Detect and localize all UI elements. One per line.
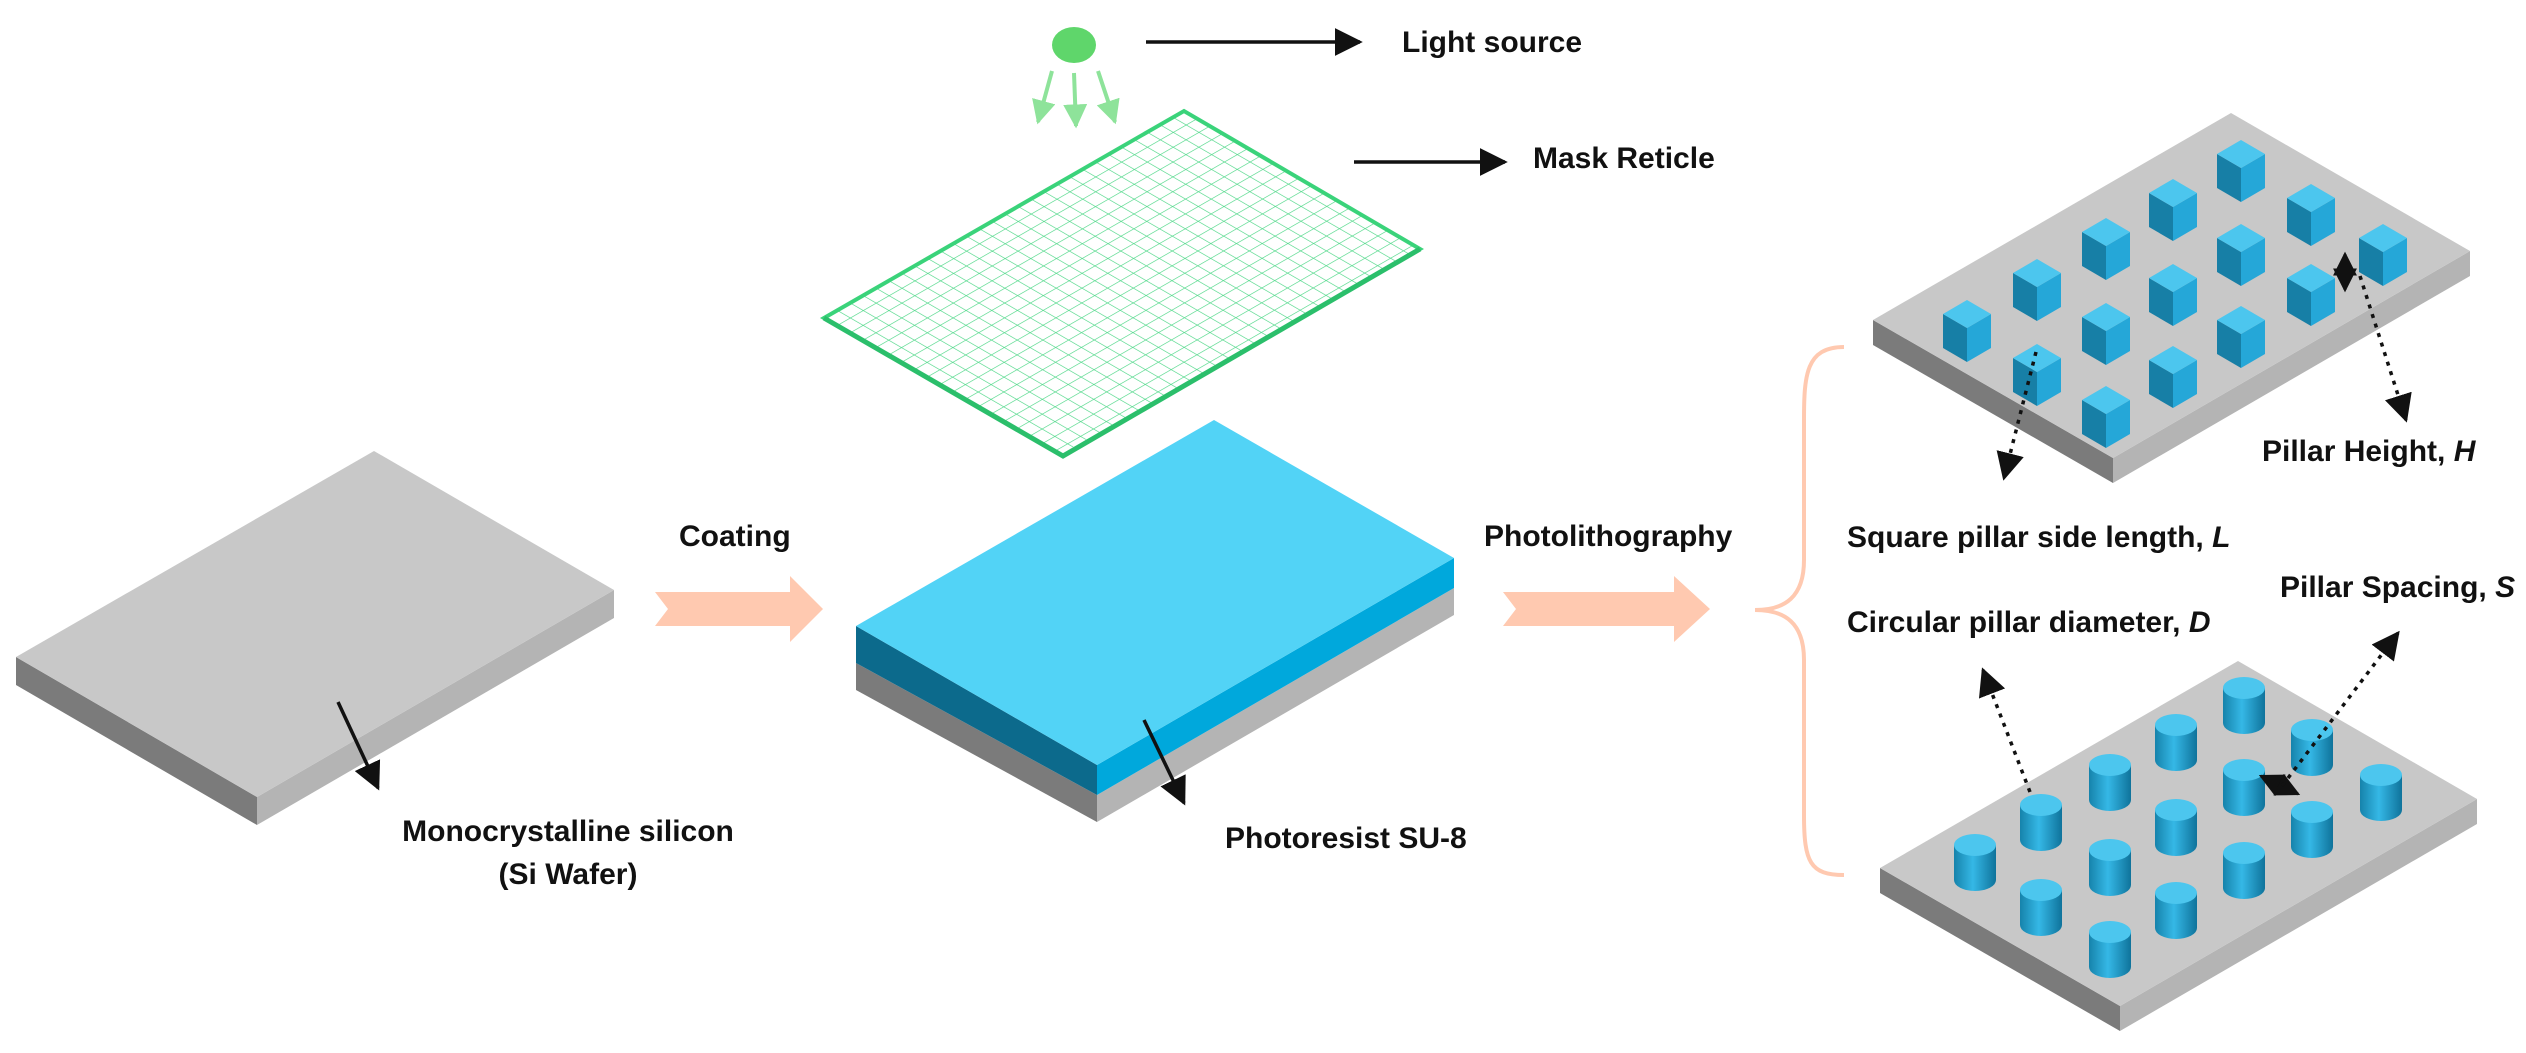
square-pillar xyxy=(2287,184,2335,246)
circular-pillar xyxy=(2291,719,2333,776)
square-pillar xyxy=(2013,259,2061,321)
pillar-spacing-marker xyxy=(2258,773,2301,797)
square-pillar xyxy=(2217,306,2265,368)
circular-pillar xyxy=(2223,842,2265,899)
photoresist-label: Photoresist SU-8 xyxy=(1225,822,1467,855)
circular-pillar xyxy=(2360,764,2402,821)
circular-pillar xyxy=(2089,839,2131,896)
pillar-spacing-label: Pillar Spacing, S xyxy=(2280,571,2515,604)
circular-pillars xyxy=(1954,677,2402,978)
circular-pillar xyxy=(2155,882,2197,939)
coated-wafer xyxy=(856,420,1454,822)
mask-reticle xyxy=(819,108,1424,459)
coating-label: Coating xyxy=(679,520,791,553)
coating-process-arrow xyxy=(655,576,823,642)
circular-pillar xyxy=(2089,754,2131,811)
diameter-pointer xyxy=(1978,667,2032,793)
circular-pillar xyxy=(2089,921,2131,978)
circular-pillar xyxy=(2291,801,2333,858)
circular-pillar xyxy=(2223,677,2265,734)
light-source-label: Light source xyxy=(1402,26,1582,59)
square-pillars xyxy=(1943,140,2407,448)
circular-pillar xyxy=(2020,794,2062,851)
pillar-height-label: Pillar Height, H xyxy=(2262,435,2477,468)
circular-pillar xyxy=(2155,714,2197,771)
square-pillar xyxy=(2217,224,2265,286)
photoresist-pointer-arrow xyxy=(1142,719,1186,806)
square-pillar xyxy=(1943,300,1991,362)
square-pillar xyxy=(2149,179,2197,241)
photolithography-process-arrow xyxy=(1503,576,1710,642)
photolithography-label: Photolithography xyxy=(1484,520,1733,553)
side-length-pointer xyxy=(1996,351,2038,481)
square-pillar xyxy=(2082,386,2130,448)
square-pillar xyxy=(2082,303,2130,365)
square-side-length-label: Square pillar side length, L xyxy=(1847,521,2230,554)
square-pillar xyxy=(2082,218,2130,280)
wafer-pointer-arrow xyxy=(336,701,381,791)
silicon-wafer xyxy=(16,451,614,825)
mask-reticle-label: Mask Reticle xyxy=(1533,142,1715,175)
output-brace xyxy=(1754,345,1845,877)
photoresist-layer xyxy=(856,626,1097,795)
square-pillar xyxy=(2217,140,2265,202)
circular-pillar xyxy=(2155,799,2197,856)
circular-pillar xyxy=(2223,759,2265,816)
square-pillar xyxy=(2013,344,2061,406)
wafer-label-line1: Monocrystalline silicon xyxy=(402,815,734,848)
light-source xyxy=(1032,27,1120,129)
circular-pillar xyxy=(1954,834,1996,891)
square-pillar xyxy=(2149,264,2197,326)
square-pillar xyxy=(2287,264,2335,326)
square-pillar xyxy=(2149,346,2197,408)
circular-pillar xyxy=(2020,879,2062,936)
pillar-spacing-pointer xyxy=(2280,630,2400,788)
square-pillar xyxy=(2359,224,2407,286)
wafer-label-line2: (Si Wafer) xyxy=(499,858,638,891)
circular-diameter-label: Circular pillar diameter, D xyxy=(1847,606,2210,639)
